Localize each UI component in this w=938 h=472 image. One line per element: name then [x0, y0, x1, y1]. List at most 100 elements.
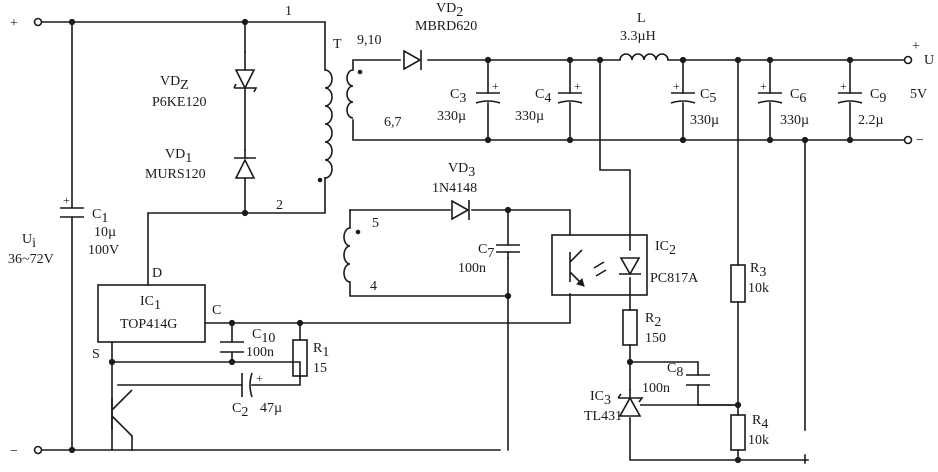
- c5-ref-label: C5: [700, 87, 716, 106]
- r4-value-label: 10k: [748, 433, 769, 448]
- output-minus-label: −: [916, 133, 924, 148]
- r3-value-label: 10k: [748, 281, 769, 296]
- vdz-ref-label: VDZ: [160, 74, 189, 93]
- secondary-return: [352, 119, 906, 141]
- c7-ref-label: C7: [478, 242, 494, 261]
- c1-value-label: 10µ: [94, 225, 116, 240]
- c8-capacitor: [686, 374, 710, 386]
- c1-voltage-label: 100V: [88, 243, 119, 258]
- c10-wire: [231, 322, 301, 379]
- ic1-pin-s-label: S: [92, 347, 100, 362]
- vd2-diode-icon: [403, 49, 422, 71]
- opto-feed-wire: [599, 59, 631, 251]
- c10-ref-label: C10: [252, 327, 275, 346]
- c9-value-label: 2.2µ: [858, 113, 884, 128]
- inductor-ref-label: L: [637, 11, 646, 26]
- svg-text:+: +: [574, 79, 581, 93]
- output-voltage-label: 5V: [910, 87, 927, 102]
- ic3-part-label: TL431: [584, 409, 622, 424]
- svg-text:+: +: [256, 371, 263, 385]
- svg-text:+: +: [760, 79, 767, 93]
- output-negative-terminal: [903, 135, 913, 145]
- svg-text:+: +: [673, 79, 680, 93]
- pin4-label: 4: [370, 279, 377, 294]
- bias-top-wire: [349, 209, 571, 236]
- input-positive-terminal: [33, 17, 43, 27]
- r3-resistor: [730, 264, 746, 303]
- c9-capacitor: +: [837, 79, 863, 104]
- c2-value-label: 47µ: [260, 401, 282, 416]
- c3-value-label: 330µ: [437, 109, 466, 124]
- ic1-pin-c-label: C: [212, 303, 221, 318]
- c2-capacitor: +: [241, 371, 263, 398]
- c4-capacitor: +: [557, 79, 583, 104]
- input-positive-rail: [39, 21, 246, 53]
- c8-value-label: 100n: [642, 381, 670, 396]
- source-switch-icon: [111, 389, 133, 451]
- inductor-icon: [619, 53, 669, 61]
- pin5-label: 5: [372, 216, 379, 231]
- c8-ref-label: C8: [667, 361, 683, 380]
- c1-ref-label: C1: [92, 207, 108, 226]
- ic2-optocoupler: [551, 234, 648, 296]
- junctions: [68, 18, 854, 464]
- ic1-pin-d-label: D: [152, 266, 162, 281]
- inductor-value-label: 3.3µH: [620, 29, 656, 44]
- source-wire: [111, 341, 233, 363]
- c9-ref-label: C9: [870, 87, 886, 106]
- c7-capacitor: [496, 244, 520, 259]
- pin1-label: 1: [285, 4, 292, 19]
- vd3-part-label: 1N4148: [432, 181, 477, 196]
- input-voltage-label: Ui: [22, 232, 36, 251]
- bias-bottom-wire: [349, 209, 509, 297]
- c5-value-label: 330µ: [690, 113, 719, 128]
- secondary-top-wire: [352, 59, 401, 71]
- c2-ref-label: C2: [232, 401, 248, 420]
- vd1-part-label: MURS120: [145, 167, 206, 182]
- c10-capacitor: [220, 341, 244, 353]
- svg-text:+: +: [492, 79, 499, 93]
- vd3-diode-icon: [451, 199, 470, 221]
- opto-transistor-wire: [204, 293, 571, 324]
- output-uo-label: U: [924, 53, 934, 68]
- input-minus-label: −: [10, 444, 18, 459]
- r1-ref-label: R1: [313, 341, 329, 360]
- vdz-tvs-diode-icon: [233, 51, 258, 93]
- input-range-label: 36~72V: [8, 252, 54, 267]
- ic1-box: [97, 284, 206, 343]
- r4-ref-label: R4: [752, 413, 768, 432]
- r1-value-label: 15: [313, 361, 327, 376]
- primary-bottom-wire: [147, 177, 326, 286]
- ic1-part-label: TOP414G: [120, 317, 177, 332]
- vd1-diode-icon: [234, 149, 256, 179]
- c6-value-label: 330µ: [780, 113, 809, 128]
- r2-ref-label: R2: [645, 311, 661, 330]
- pin-9-10-label: 9,10: [357, 33, 382, 48]
- r2-resistor: [622, 309, 638, 346]
- r4-resistor: [730, 414, 746, 451]
- svg-text:+: +: [63, 193, 70, 207]
- r3-ref-label: R3: [750, 261, 766, 280]
- c4-ref-label: C4: [535, 87, 551, 106]
- r1-resistor: [292, 339, 308, 377]
- c1-capacitor: +: [60, 193, 84, 218]
- c2-wire: [117, 375, 301, 386]
- input-negative-terminal: [33, 445, 43, 455]
- tl431-ground-wire: [629, 417, 809, 461]
- input-plus-label: +: [10, 16, 18, 31]
- c10-value-label: 100n: [246, 345, 274, 360]
- c4-value-label: 330µ: [515, 109, 544, 124]
- c3-capacitor: +: [475, 79, 501, 104]
- r2-value-label: 150: [645, 331, 666, 346]
- c7-value-label: 100n: [458, 261, 486, 276]
- pin-6-7-label: 6,7: [384, 115, 402, 130]
- ic1-ref-label: IC1: [140, 294, 161, 313]
- c3-ref-label: C3: [450, 87, 466, 106]
- vd1-ref-label: VD1: [165, 147, 192, 166]
- vd2-ref-label: VD2: [436, 1, 463, 20]
- output-positive-terminal: [903, 55, 913, 65]
- ic3-shunt-regulator: [617, 389, 738, 417]
- pin2-label: 2: [276, 198, 283, 213]
- transformer-icon: [317, 69, 363, 283]
- output-plus-label: +: [912, 39, 920, 54]
